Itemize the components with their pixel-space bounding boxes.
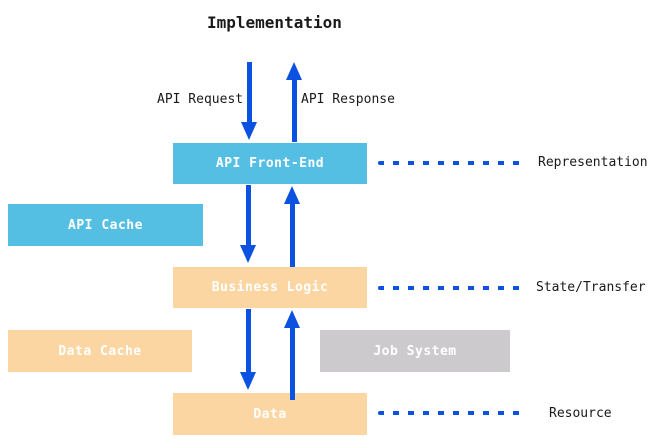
front-end-to-business-logic-arrow-icon (240, 185, 257, 263)
api-response-label: API Response (301, 92, 395, 107)
data-to-business-logic-arrow-icon (284, 310, 301, 400)
arrow-shaft (246, 185, 251, 248)
arrow-head (241, 122, 257, 140)
job-system-label: Job System (373, 343, 457, 359)
arrow-shaft (290, 325, 295, 400)
api-request-label: API Request (157, 92, 244, 107)
arrow-head (240, 372, 256, 390)
api-cache-label: API Cache (68, 217, 143, 233)
resource-label: Resource (549, 406, 612, 421)
arrow-head (284, 186, 300, 204)
arrow-head (240, 245, 256, 263)
job-system-box: Job System (320, 330, 510, 372)
diagram-title: Implementation (207, 13, 342, 32)
arrow-shaft (290, 201, 295, 267)
api-response-up-arrow-icon (286, 62, 303, 142)
representation-label: Representation (538, 155, 648, 170)
business-logic-label: Business Logic (211, 280, 329, 295)
business-logic-to-data-arrow-icon (240, 309, 257, 390)
arrow-head (284, 310, 300, 328)
arrow-shaft (247, 62, 252, 125)
api-request-down-arrow-icon (241, 62, 258, 140)
data-cache-label: Data Cache (58, 343, 142, 359)
representation-dashed-line (378, 161, 520, 165)
api-front-end-box: API Front-End (173, 143, 367, 184)
arrow-shaft (292, 77, 297, 142)
resource-dashed-line (378, 411, 520, 415)
business-logic-box: Business Logic (173, 267, 367, 308)
state-transfer-label: State/Transfer (536, 280, 646, 295)
state-transfer-dashed-line (378, 286, 520, 290)
data-cache-box: Data Cache (8, 330, 192, 372)
data-label: Data (253, 406, 287, 422)
api-front-end-label: API Front-End (215, 156, 325, 171)
api-cache-box: API Cache (8, 204, 203, 246)
data-box: Data (173, 393, 367, 435)
arrow-head (286, 62, 302, 80)
business-logic-to-front-end-arrow-icon (284, 186, 301, 267)
arrow-shaft (246, 309, 251, 375)
